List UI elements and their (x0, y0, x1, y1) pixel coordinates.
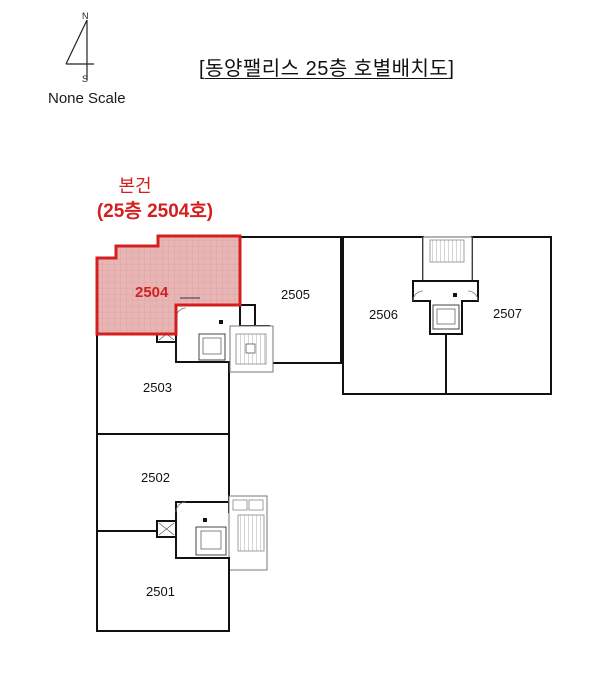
unit-label-2501: 2501 (146, 584, 175, 599)
unit-2501[interactable] (96, 530, 230, 632)
scale-label: None Scale (48, 90, 126, 107)
unit-label-2506: 2506 (369, 307, 398, 322)
unit-label-2505: 2505 (281, 287, 310, 302)
title-open-bracket: [ (199, 58, 206, 80)
subject-label: 본건 (118, 176, 152, 196)
unit-label-2502: 2502 (141, 470, 170, 485)
core-southwest (156, 495, 268, 571)
title-text: 동양팰리스 25층 호별배치도 (205, 58, 449, 80)
compass-south-label: S (82, 74, 89, 84)
page-title: [동양팰리스 25층 호별배치도] (199, 52, 454, 81)
core-east (412, 236, 479, 335)
compass-north-label: N (82, 11, 89, 21)
unit-label-2503: 2503 (143, 380, 172, 395)
unit-label-2504: 2504 (135, 284, 169, 301)
unit-label-2507: 2507 (493, 306, 522, 321)
unit-2504-highlighted[interactable] (95, 234, 242, 336)
core-northwest (156, 304, 274, 373)
north-arrow-icon (65, 19, 94, 80)
subject-detail: (25층 2504호) (96, 201, 214, 222)
title-close-bracket: ] (448, 58, 455, 80)
